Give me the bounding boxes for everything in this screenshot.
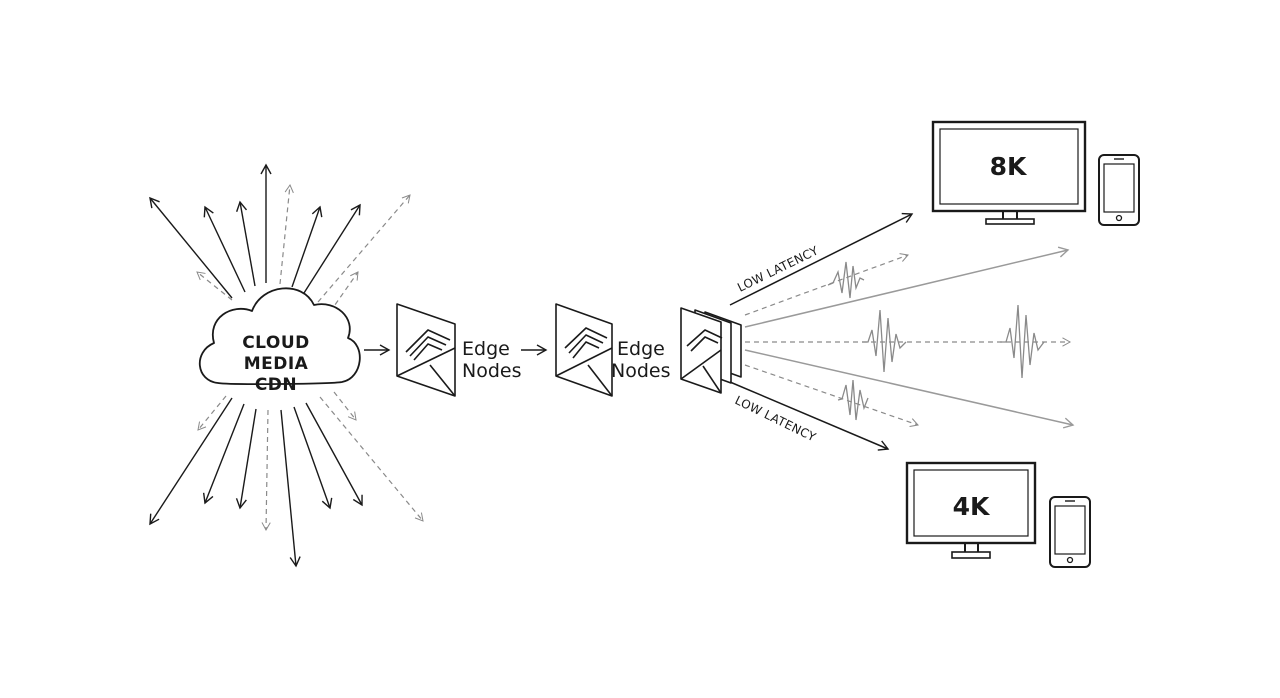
cloud-icon bbox=[198, 287, 361, 385]
radial-arrow-dashed bbox=[329, 271, 359, 313]
radial-arrow-dashed bbox=[261, 409, 271, 532]
grey-link-lower bbox=[744, 349, 1075, 429]
radial-arrow-dashed bbox=[197, 395, 227, 431]
dashed-link-lower bbox=[744, 364, 919, 427]
cloud-cdn: CLOUD MEDIA CDN bbox=[198, 287, 361, 395]
radial-arrow-solid bbox=[203, 205, 246, 293]
screen-label-upper: 8K bbox=[990, 152, 1028, 181]
radial-arrow-solid bbox=[202, 403, 245, 505]
device-group-upper: 8K bbox=[931, 120, 1140, 226]
transmission-lines: LOW LATENCY LOW LATENCY bbox=[729, 212, 1075, 451]
device-group-lower: 4K bbox=[905, 461, 1091, 568]
radial-arrow-dashed bbox=[279, 183, 294, 285]
radial-arrow-solid bbox=[149, 196, 233, 299]
monitor-icon bbox=[905, 461, 1037, 559]
low-latency-label-upper: LOW LATENCY bbox=[735, 243, 821, 294]
radial-arrow-solid bbox=[235, 408, 257, 510]
solid-link-lower bbox=[729, 381, 890, 451]
cloud-label-line3: CDN bbox=[255, 375, 297, 395]
monitor-icon bbox=[931, 120, 1087, 225]
smartphone-icon bbox=[1049, 496, 1091, 568]
radial-arrow-dashed bbox=[196, 271, 233, 301]
edge-node-icon bbox=[555, 303, 613, 397]
edge-node-2: Edge Nodes bbox=[555, 303, 671, 397]
radial-arrow-solid bbox=[303, 203, 361, 294]
stack-panel-front bbox=[680, 307, 722, 394]
radial-arrow-dashed bbox=[333, 391, 357, 421]
edge-node-2-label-line1: Edge bbox=[617, 338, 665, 360]
radial-arrow-solid bbox=[305, 402, 363, 507]
radial-arrow-solid bbox=[293, 406, 333, 510]
waveform-lower bbox=[837, 379, 869, 421]
radial-arrow-solid bbox=[235, 200, 256, 287]
screen-label-lower: 4K bbox=[953, 492, 991, 521]
grey-link-upper bbox=[744, 246, 1070, 328]
radial-arrow-dashed bbox=[317, 194, 411, 303]
edge-node-1: Edge Nodes bbox=[396, 303, 522, 397]
smartphone-icon bbox=[1098, 154, 1140, 226]
radial-arrow-solid bbox=[291, 205, 323, 288]
edge-node-2-label-line2: Nodes bbox=[611, 360, 671, 382]
waveform-middle-left bbox=[862, 309, 907, 373]
dashed-link-upper bbox=[744, 253, 909, 316]
radial-arrow-solid bbox=[280, 409, 301, 568]
cloud-label-line1: CLOUD bbox=[242, 333, 310, 353]
waveform-middle-right bbox=[1000, 304, 1045, 379]
waveform-upper bbox=[827, 261, 865, 299]
radial-arrow-dashed bbox=[319, 396, 424, 522]
cloud-label-line2: MEDIA bbox=[244, 354, 309, 374]
edge-node-icon bbox=[396, 303, 456, 397]
radial-arrow-solid bbox=[149, 397, 233, 526]
radial-arrows-group bbox=[149, 163, 424, 568]
edge-node-1-label-line1: Edge bbox=[462, 338, 510, 360]
distribution-node-stack bbox=[680, 307, 742, 394]
solid-link-upper bbox=[729, 212, 914, 306]
edge-node-1-label-line2: Nodes bbox=[462, 360, 522, 382]
